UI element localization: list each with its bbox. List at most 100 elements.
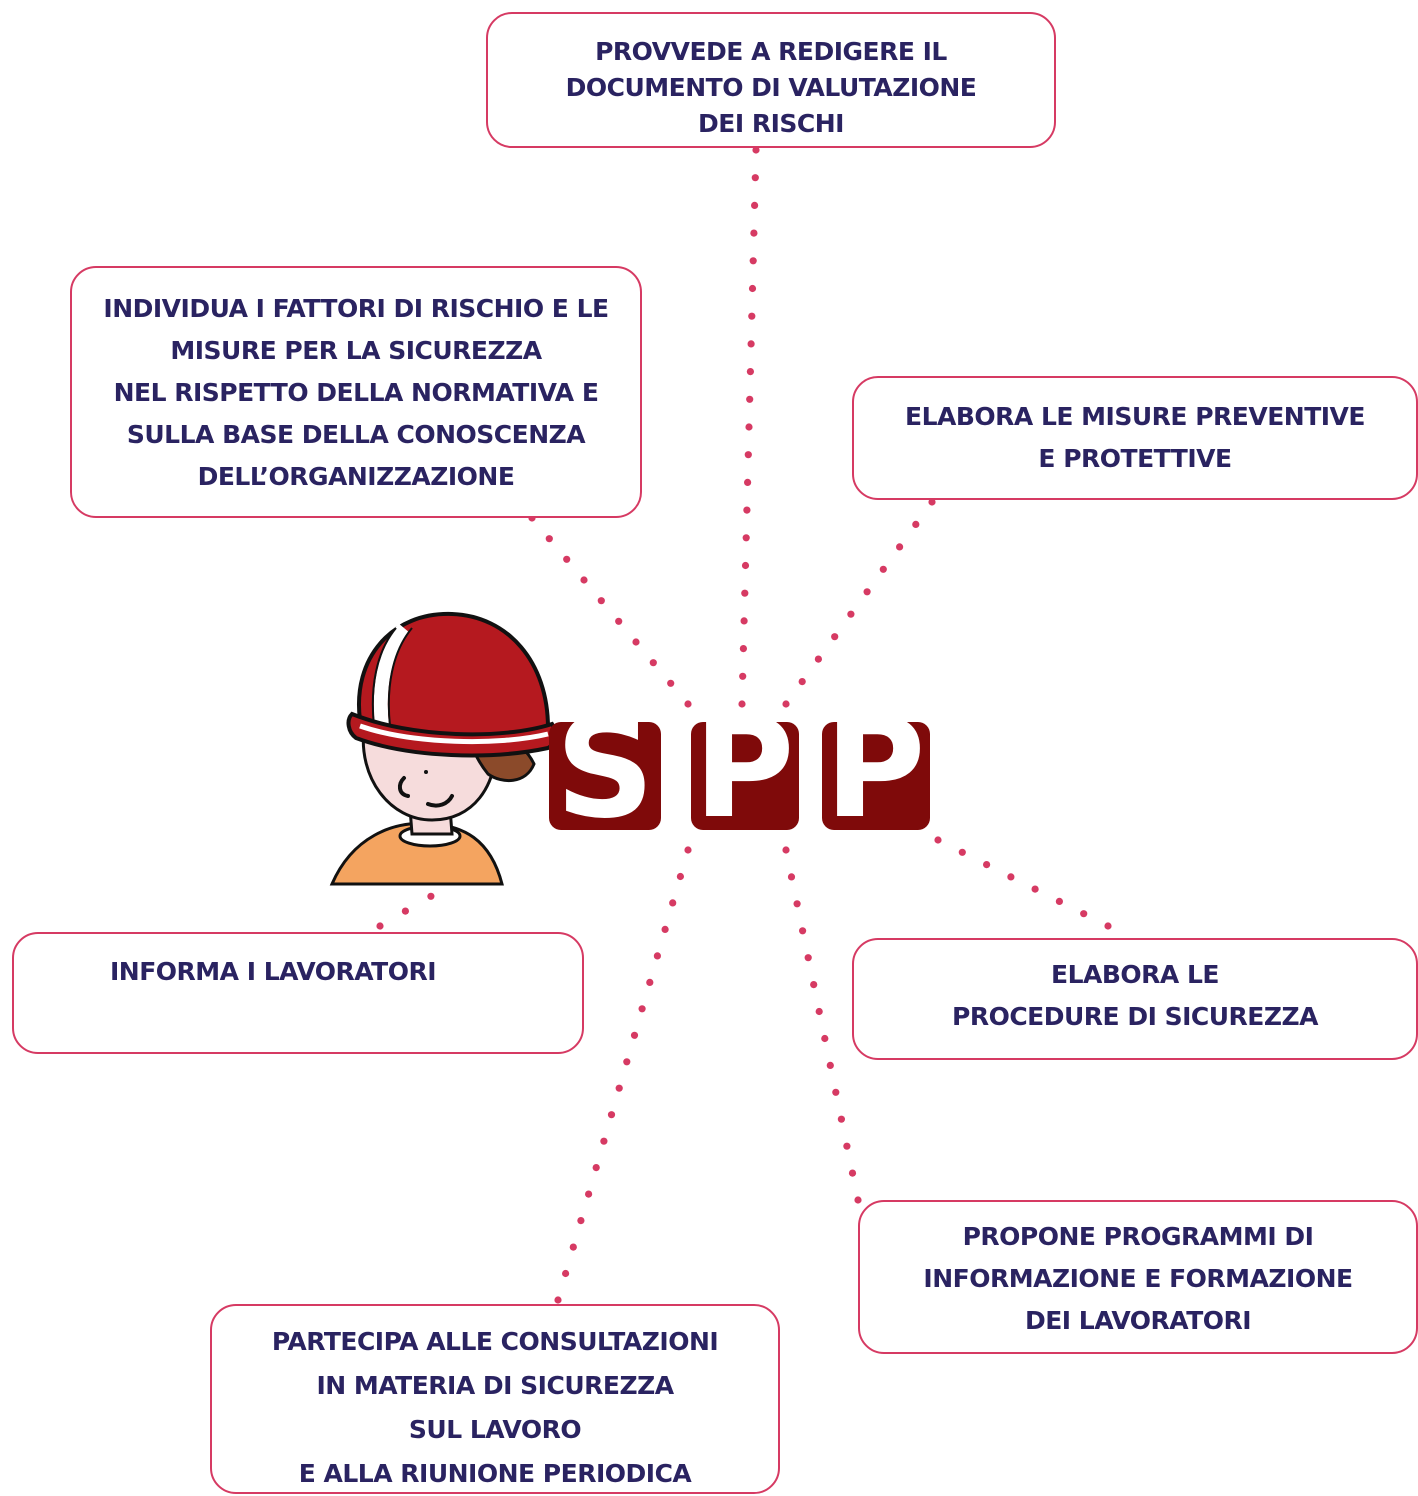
box-text-line: PROPONE PROGRAMMI DI <box>962 1222 1314 1251</box>
connector-partecipa-dot <box>554 1296 562 1304</box>
box-text-line: PROVVEDE A REDIGERE IL <box>595 37 947 66</box>
connector-individua-dot <box>632 638 640 646</box>
box-text-line: PROCEDURE DI SICUREZZA <box>952 1002 1318 1031</box>
box-text-line: DEI LAVORATORI <box>1024 1306 1252 1335</box>
connector-elabora-procedure-dot <box>1104 922 1112 930</box>
connector-elabora-procedure-dot <box>1007 873 1015 881</box>
box-text-line: SUL LAVORO <box>408 1415 582 1444</box>
box-text-line: INDIVIDUA I FATTORI DI RISCHIO E LE <box>103 294 609 323</box>
connector-redigere-dot <box>739 672 747 680</box>
connector-redigere-dot <box>752 146 760 154</box>
connector-redigere-dot <box>750 229 758 237</box>
connector-elabora-misure-dot <box>798 678 806 686</box>
box-redigere-documento: PROVVEDE A REDIGERE IL DOCUMENTO DI VALU… <box>486 12 1056 148</box>
box-text-line: IN MATERIA DI SICUREZZA <box>316 1371 674 1400</box>
connector-partecipa-dot <box>661 925 669 934</box>
connector-elabora-misure-dot <box>928 498 936 506</box>
connector-elabora-misure-dot <box>831 633 839 641</box>
connector-partecipa-dot <box>585 1190 593 1198</box>
connector-propone-dot <box>843 1142 851 1150</box>
connector-redigere-dot <box>741 561 750 570</box>
connector-partecipa-dot <box>615 1084 623 1092</box>
connector-partecipa-dot <box>676 872 685 881</box>
connector-propone-dot <box>815 1007 823 1016</box>
logo-tile-p1 <box>691 722 799 830</box>
box-partecipa-consultazioni: PARTECIPA ALLE CONSULTAZIONI IN MATERIA … <box>210 1304 780 1494</box>
connector-partecipa-dot <box>600 1137 608 1145</box>
connector-elabora-misure-dot <box>879 565 887 573</box>
connector-partecipa-dot <box>592 1164 600 1172</box>
connector-propone-dot <box>826 1061 834 1069</box>
box-text-line: DEI RISCHI <box>698 109 844 138</box>
connector-individua-dot <box>615 617 623 625</box>
box-text-line: PARTECIPA ALLE CONSULTAZIONI <box>271 1327 719 1356</box>
connector-redigere-dot <box>746 395 754 403</box>
connector-informa-dot <box>427 892 435 900</box>
connector-elabora-misure-dot <box>814 655 823 663</box>
connector-partecipa-dot <box>562 1269 570 1278</box>
connector-redigere-dot <box>751 201 759 209</box>
connector-redigere-dot <box>748 312 756 320</box>
connector-redigere-dot <box>738 700 746 708</box>
connector-redigere-dot <box>748 284 757 293</box>
logo-letter-p2: P <box>824 688 926 849</box>
connector-propone-dot <box>854 1196 862 1204</box>
box-text-line: MISURE PER LA SICUREZZA <box>170 336 542 365</box>
connector-partecipa-dot <box>684 846 692 854</box>
box-individua-fattori: INDIVIDUA I FATTORI DI RISCHIO E LE MISU… <box>70 266 642 518</box>
box-text-line: INFORMAZIONE E FORMAZIONE <box>923 1264 1353 1293</box>
connector-propone-dot <box>793 900 801 908</box>
connector-partecipa-dot <box>623 1058 631 1066</box>
box-text-line: DOCUMENTO DI VALUTAZIONE <box>565 73 977 102</box>
connector-elabora-misure-dot <box>896 543 904 551</box>
connector-propone-dot <box>832 1088 840 1096</box>
connector-propone-dot <box>837 1115 846 1123</box>
connector-elabora-misure-dot <box>912 520 920 529</box>
connector-propone-dot <box>804 954 812 962</box>
logo-tile-p2 <box>822 722 930 830</box>
connector-individua-dot <box>580 576 588 584</box>
connector-partecipa-dot <box>669 899 677 907</box>
connector-partecipa-dot <box>638 1005 646 1013</box>
connector-individua-dot <box>667 679 675 687</box>
connector-individua-dot <box>597 597 605 605</box>
connector-redigere-dot <box>740 617 748 625</box>
connector-partecipa-dot <box>569 1243 577 1251</box>
box-text-line: NEL RISPETTO DELLA NORMATIVA E <box>113 378 599 407</box>
connector-elabora-misure-dot <box>863 588 871 596</box>
connector-partecipa-dot <box>646 978 654 987</box>
connector-propone-dot <box>848 1169 857 1177</box>
connector-redigere-dot <box>751 174 759 182</box>
connector-propone-dot <box>799 927 807 935</box>
connector-propone-dot <box>782 846 790 854</box>
connector-individua-dot <box>684 700 692 708</box>
connector-partecipa-dot <box>577 1217 585 1225</box>
logo-letter-s: S <box>555 688 655 849</box>
connector-individua-dot <box>649 659 657 667</box>
worker-with-helmet-illustration <box>314 590 590 886</box>
connector-propone-dot <box>821 1034 829 1043</box>
connector-redigere-dot <box>741 589 749 597</box>
connector-propone-dot <box>810 981 818 989</box>
connector-redigere-dot <box>747 340 755 348</box>
box-text-line: ELABORA LE <box>1051 960 1219 989</box>
box-text-line: ELABORA LE MISURE PREVENTIVE <box>905 402 1365 431</box>
connector-elabora-procedure-dot <box>1031 885 1039 893</box>
connector-individua-dot <box>545 535 553 543</box>
box-elabora-misure: ELABORA LE MISURE PREVENTIVE E PROTETTIV… <box>852 376 1418 500</box>
box-text-line: E PROTETTIVE <box>1038 444 1232 473</box>
box-text-line: SULLA BASE DELLA CONOSCENZA <box>126 420 586 449</box>
connector-individua-dot <box>563 555 571 563</box>
connector-redigere-dot <box>743 506 751 514</box>
logo-letter-p1: P <box>693 688 795 849</box>
connector-elabora-procedure-dot <box>1080 910 1088 918</box>
connector-partecipa-dot <box>607 1111 616 1119</box>
connector-elabora-misure-dot <box>847 610 855 618</box>
connector-informa-dot <box>401 907 409 915</box>
connector-elabora-misure-dot <box>782 700 790 708</box>
connector-redigere-dot <box>744 478 752 486</box>
connector-redigere-dot <box>749 257 757 265</box>
connector-redigere-dot <box>742 534 750 542</box>
connector-redigere-dot <box>746 368 755 376</box>
connector-informa-dot <box>376 922 384 930</box>
